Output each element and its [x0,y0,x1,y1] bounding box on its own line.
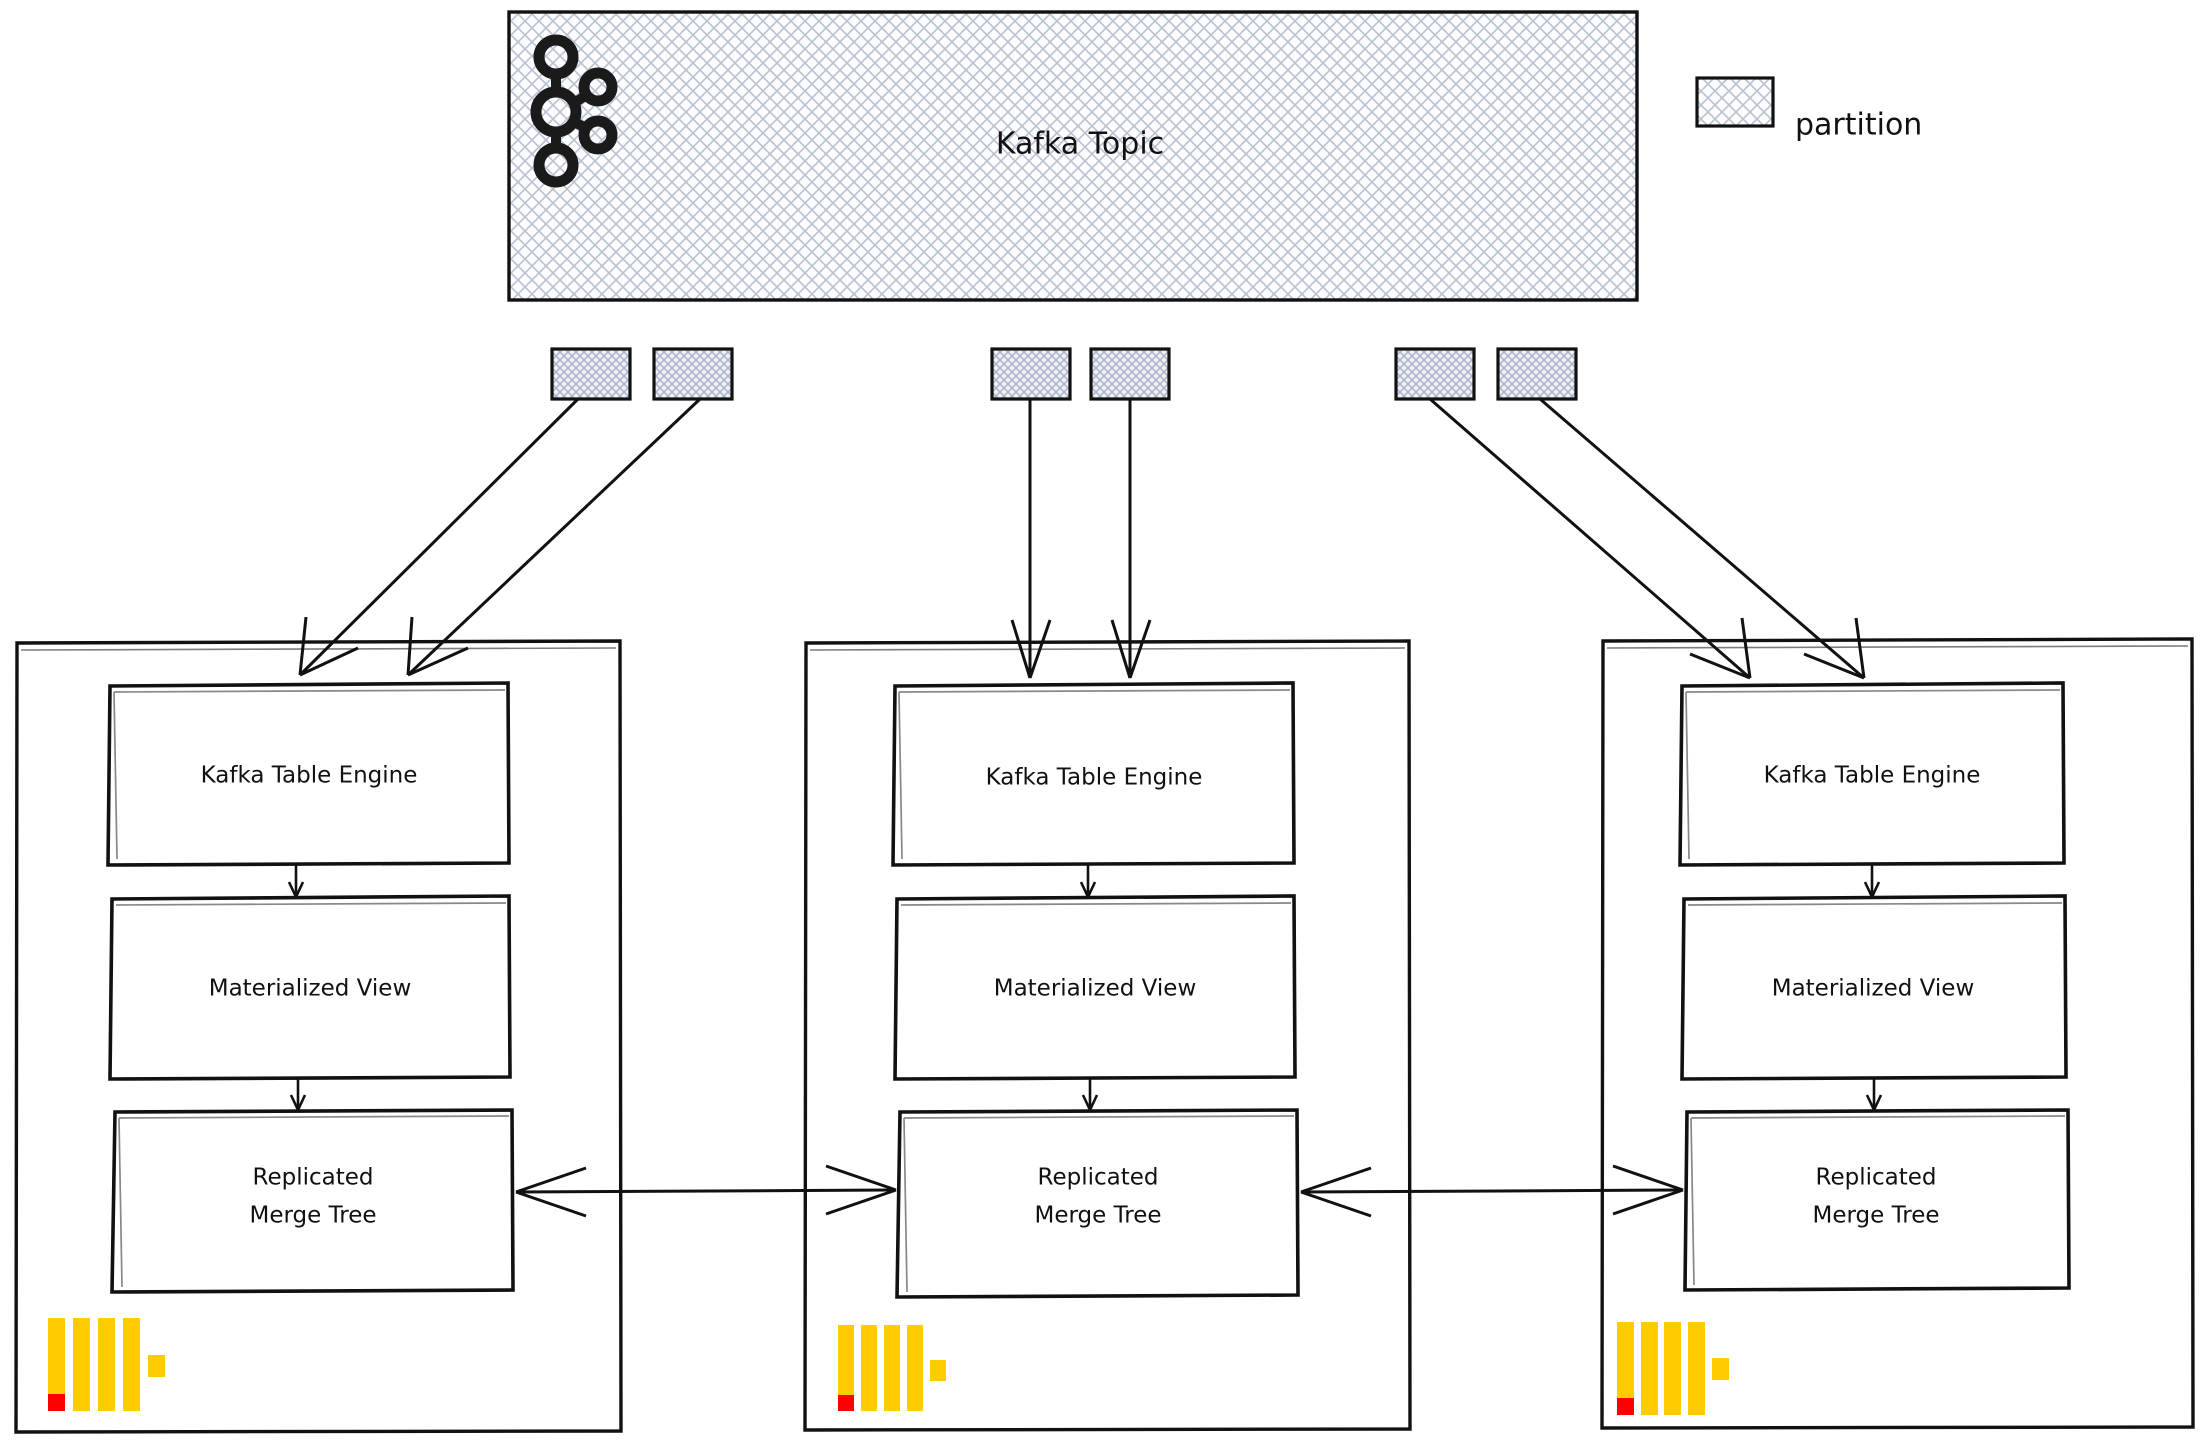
ingest-arrow-node1-b [406,397,702,677]
ingest-arrows [298,397,1866,680]
legend-label: partition [1795,108,1922,143]
kafka-partition-p6[interactable] [1496,347,1578,401]
node-2-materialized-view-label: Materialized View [994,976,1197,1002]
ingest-arrow-node3-b [1539,397,1866,680]
node-3-container[interactable] [1600,637,2195,1430]
node-1-replicated-merge-tree[interactable]: Replicated Merge Tree [110,1108,515,1294]
node-1-arrow-kte-to-mv [287,865,305,898]
node-3-replicated-merge-tree-line1: Replicated [1816,1165,1937,1191]
legend: partition [1695,76,1922,143]
replication-link-node2-node3[interactable] [1300,1164,1684,1218]
node-1-replicated-merge-tree-line1: Replicated [253,1165,374,1191]
node-1[interactable]: Kafka Table Engine Materialized View Rep… [14,639,623,1434]
node-3-arrow-mv-to-rmt [1865,1079,1883,1111]
node-3[interactable]: Kafka Table Engine Materialized View Rep… [1600,637,2195,1430]
ingest-arrow-node2-b [1110,399,1152,679]
node-2-replicated-merge-tree-line2: Merge Tree [1034,1203,1161,1229]
node-3-materialized-view[interactable]: Materialized View [1680,894,2068,1081]
kafka-partition-p1[interactable] [550,347,632,401]
node-2-replicated-merge-tree-line1: Replicated [1038,1165,1159,1191]
node-3-replicated-merge-tree-line2: Merge Tree [1812,1203,1939,1229]
node-1-kafka-table-engine-label: Kafka Table Engine [201,763,418,789]
node-3-arrow-kte-to-mv [1863,865,1881,898]
kafka-partition-p5[interactable] [1394,347,1476,401]
kafka-partition-p2[interactable] [652,347,734,401]
node-1-materialized-view[interactable]: Materialized View [108,894,512,1081]
kafka-topic-label: Kafka Topic [996,127,1164,162]
node-2-kafka-table-engine-label: Kafka Table Engine [986,765,1203,791]
node-3-materialized-view-label: Materialized View [1772,976,1975,1002]
node-1-arrow-mv-to-rmt [289,1079,307,1111]
node-1-replicated-merge-tree-line2: Merge Tree [249,1203,376,1229]
node-2-container[interactable] [803,639,1412,1432]
ingest-arrow-node2-a [1010,399,1052,679]
node-2-arrow-kte-to-mv [1079,865,1097,898]
node-3-kafka-table-engine-label: Kafka Table Engine [1764,763,1981,789]
node-1-kafka-table-engine[interactable]: Kafka Table Engine [106,681,511,867]
node-2-materialized-view[interactable]: Materialized View [893,894,1297,1081]
kafka-topic-body[interactable] [507,10,1639,302]
partition-swatch [1695,76,1775,128]
node-1-container[interactable] [14,639,623,1434]
node-2-replicated-merge-tree[interactable]: Replicated Merge Tree [895,1108,1300,1299]
kafka-logo [530,34,618,188]
kafka-partition-group [550,347,1578,401]
ingest-arrow-node1-a [298,397,580,677]
node-3-replicated-merge-tree[interactable]: Replicated Merge Tree [1683,1108,2071,1292]
node-2-clickhouse-logo [838,1325,946,1411]
node-3-kafka-table-engine[interactable]: Kafka Table Engine [1678,681,2066,867]
node-2-kafka-table-engine[interactable]: Kafka Table Engine [891,681,1296,867]
node-3-clickhouse-logo [1617,1322,1729,1415]
node-2-arrow-mv-to-rmt [1081,1079,1099,1111]
replication-link-node1-node2[interactable] [515,1164,897,1218]
node-1-materialized-view-label: Materialized View [209,976,412,1002]
kafka-topic[interactable]: Kafka Topic [507,10,1639,401]
node-1-clickhouse-logo [48,1318,165,1411]
kafka-partition-p4[interactable] [1089,347,1171,401]
node-2[interactable]: Kafka Table Engine Materialized View Rep… [803,639,1412,1432]
kafka-partition-p3[interactable] [990,347,1072,401]
